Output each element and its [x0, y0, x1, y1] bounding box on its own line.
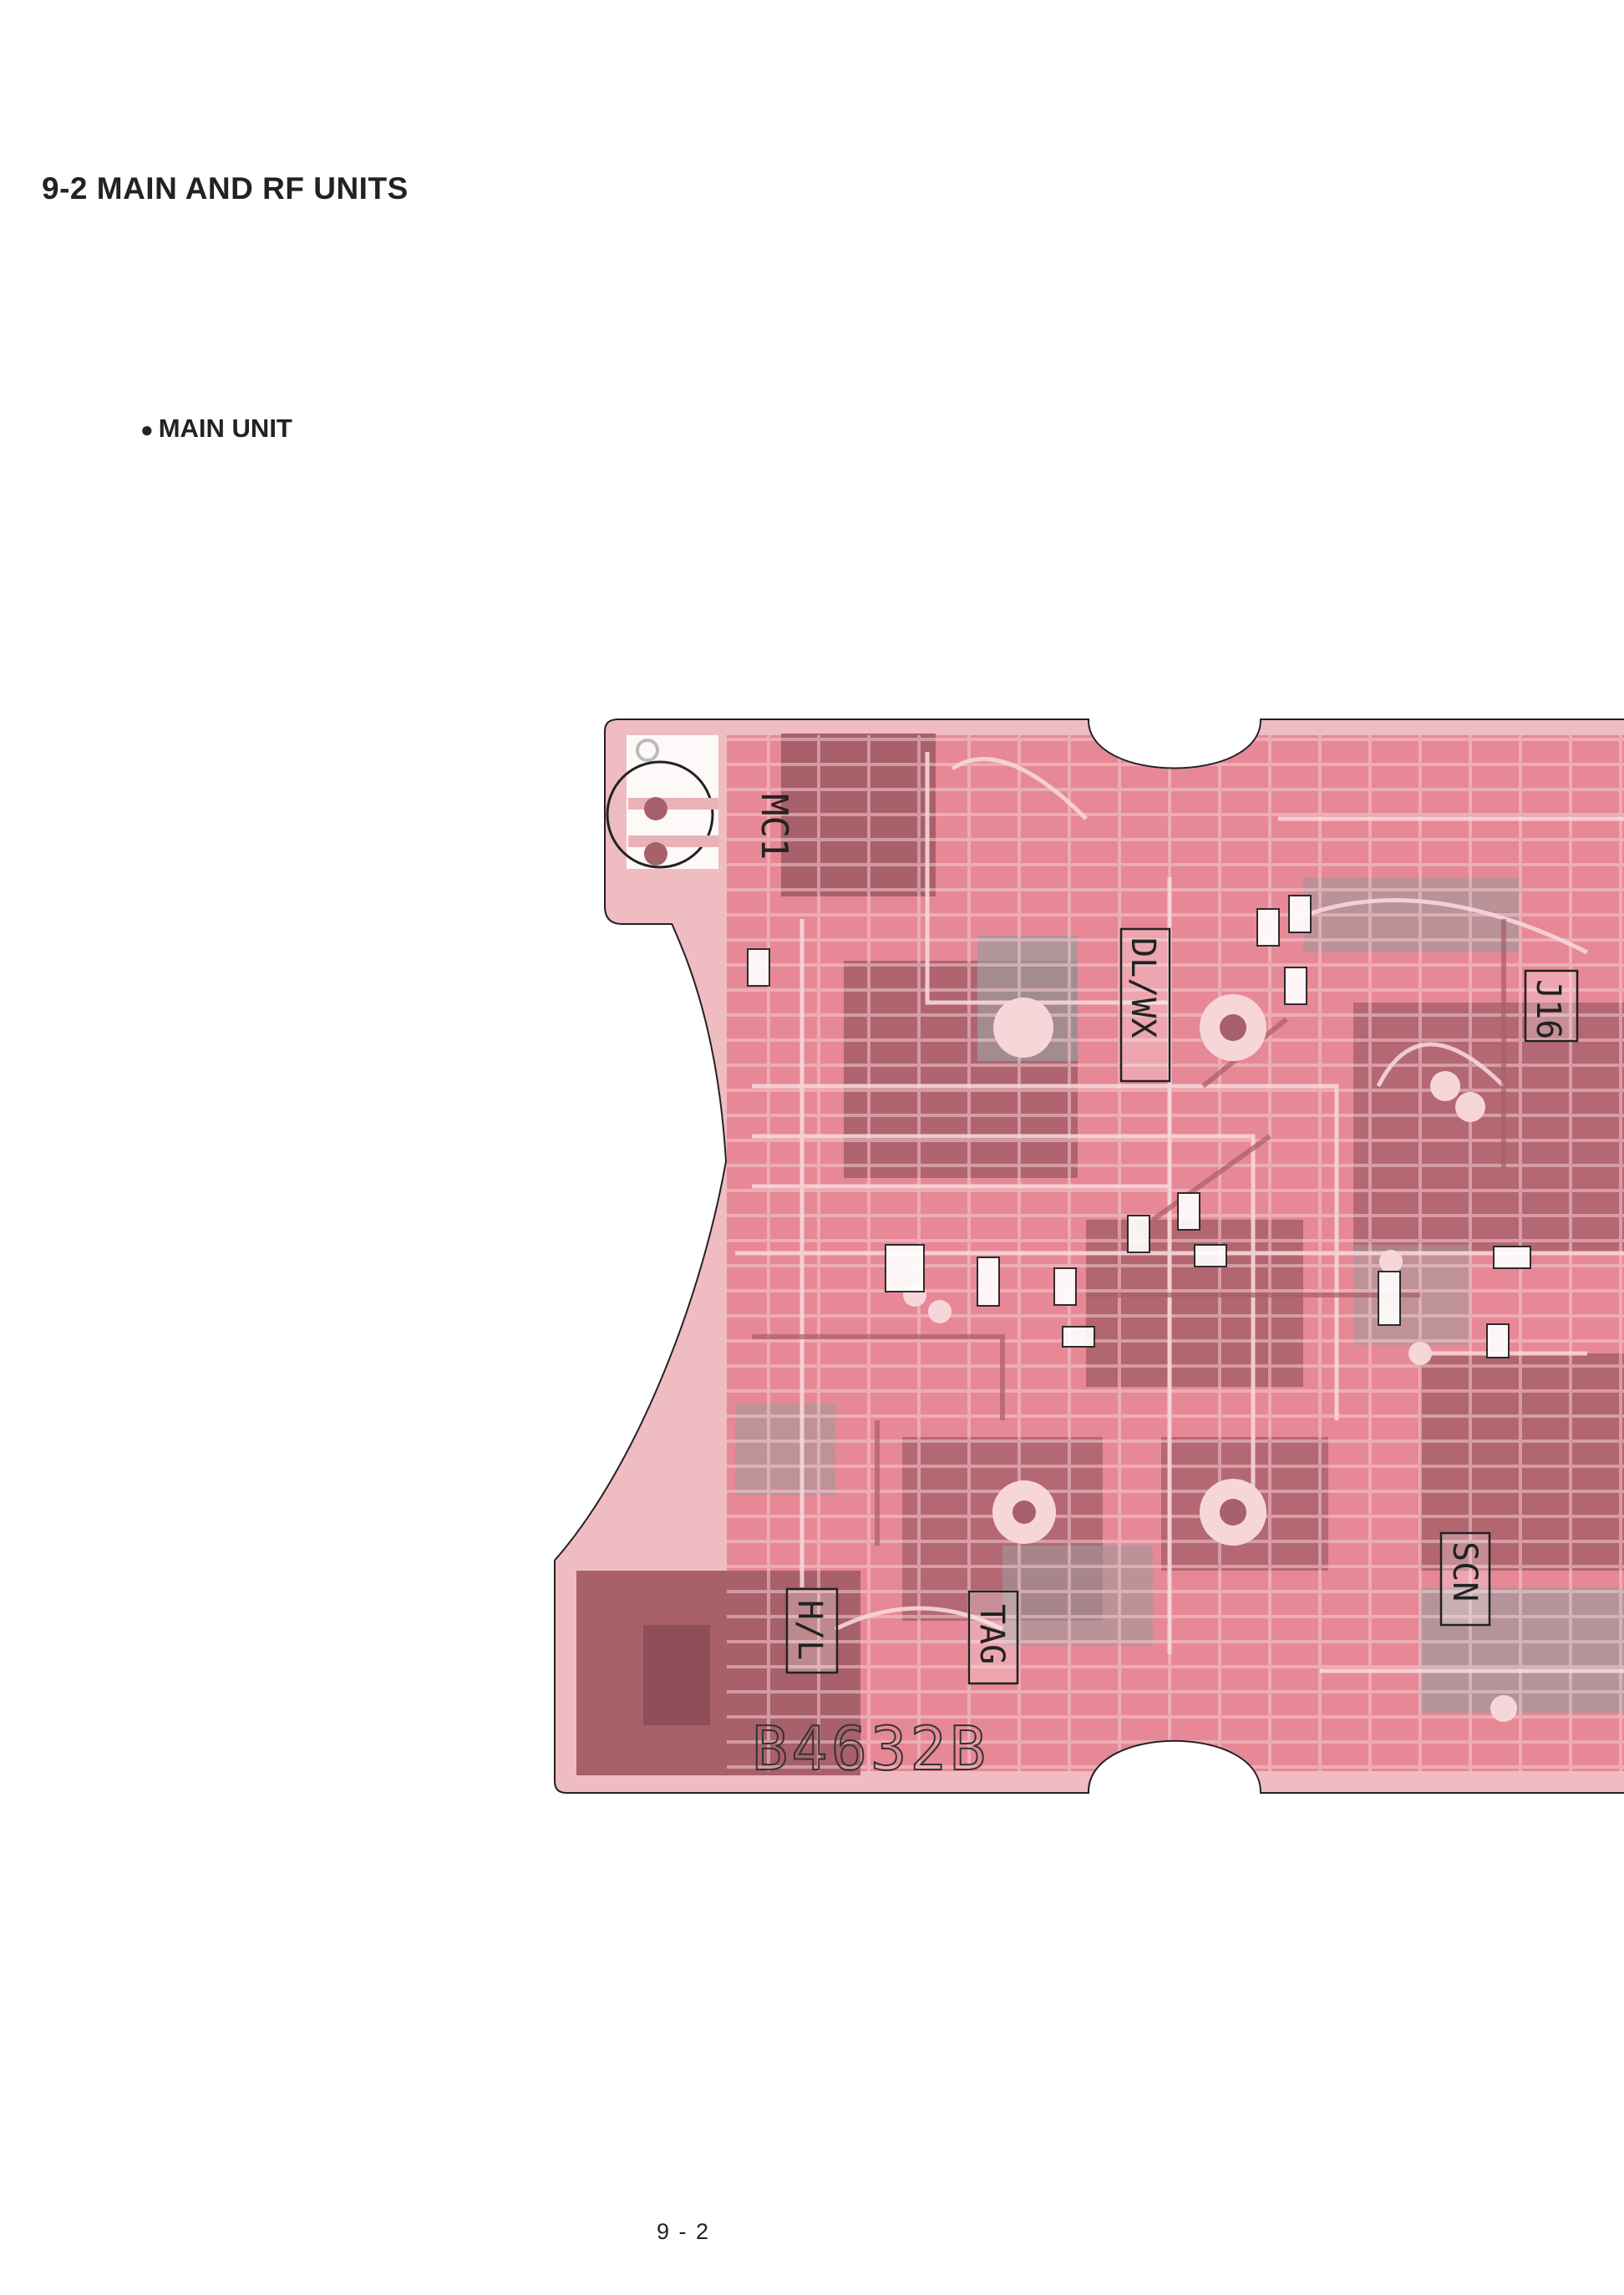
label-tag: TAG	[972, 1604, 1011, 1664]
mic-element	[606, 735, 718, 869]
board-id: B4632B	[752, 1714, 989, 1784]
page-number: 9 - 2	[657, 2219, 711, 2244]
bullet-icon: ●	[140, 417, 154, 442]
label-mc1: MC1	[753, 794, 795, 860]
smd-components	[747, 895, 1531, 1358]
copper-layers	[556, 720, 1624, 1792]
unit-heading: ●MAIN UNIT	[140, 414, 292, 444]
unit-heading-label: MAIN UNIT	[158, 414, 292, 443]
label-j16: J16	[1529, 979, 1567, 1039]
label-dlwx: DL/WX	[1124, 937, 1162, 1038]
label-scn: SCN	[1445, 1541, 1484, 1602]
label-hl: H/L	[790, 1600, 829, 1660]
section-title: 9-2 MAIN AND RF UNITS	[42, 171, 409, 206]
